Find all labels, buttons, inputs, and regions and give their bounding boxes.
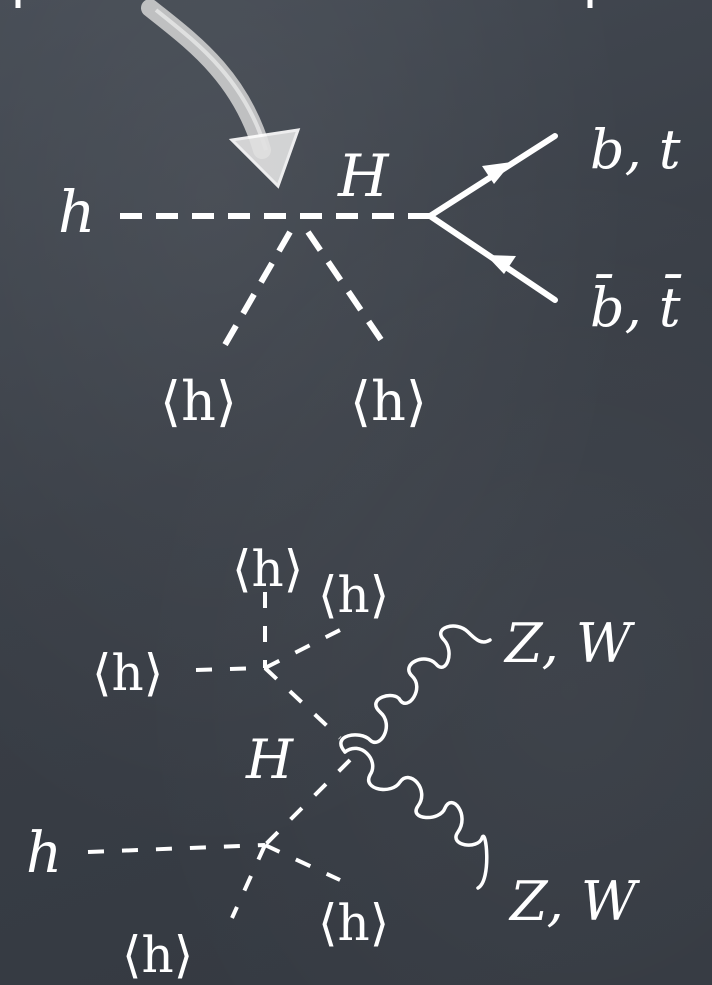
top-fermion-arrow xyxy=(482,162,512,184)
bottom-boson-upper-label: Z, W xyxy=(503,612,636,675)
top-fermion-label: b, t xyxy=(590,118,681,181)
top-vev-leg-right xyxy=(305,230,391,352)
bottom-boson-lower-line xyxy=(343,746,489,890)
bottom-boson-upper-line xyxy=(339,624,492,754)
bottom-vev-bottom-right-leg xyxy=(264,843,341,882)
top-vev-leg-left xyxy=(219,230,293,352)
bottom-boson-lower-label: Z, W xyxy=(508,870,641,933)
top-H-label: H xyxy=(337,142,390,210)
top-vev-right-label: ⟨h⟩ xyxy=(350,370,427,433)
top-feynman-diagram: h H b, t b̄, t̄ ⟨h⟩ ⟨h⟩ xyxy=(58,118,682,433)
bottom-vev-top-right-leg xyxy=(264,628,341,670)
bottom-h-label: h xyxy=(26,821,62,886)
bottom-vev-top-right-label: ⟨h⟩ xyxy=(318,566,389,624)
bottom-vev-bottom-left-leg xyxy=(230,844,267,919)
bottom-vev-left-leg xyxy=(195,666,266,672)
bottom-higgs-incoming xyxy=(87,843,266,854)
top-antifermion-arrow xyxy=(486,255,516,274)
bottom-H-label: H xyxy=(245,728,294,791)
top-vev-left-label: ⟨h⟩ xyxy=(160,370,237,433)
top-edge-marks xyxy=(15,0,593,8)
top-h-label: h xyxy=(58,178,95,246)
top-antifermion-label: b̄, t̄ xyxy=(590,273,682,339)
bottom-vev-top-label: ⟨h⟩ xyxy=(232,540,303,598)
bottom-vev-left-label: ⟨h⟩ xyxy=(92,644,163,702)
bottom-feynman-diagram: ⟨h⟩ ⟨h⟩ ⟨h⟩ H h ⟨h⟩ ⟨h⟩ Z, W Z, W xyxy=(26,540,641,984)
chalk-pointer-arrow xyxy=(141,0,301,189)
bottom-vev-bottom-right-label: ⟨h⟩ xyxy=(318,894,389,952)
bottom-vev-bottom-left-label: ⟨h⟩ xyxy=(122,926,193,984)
